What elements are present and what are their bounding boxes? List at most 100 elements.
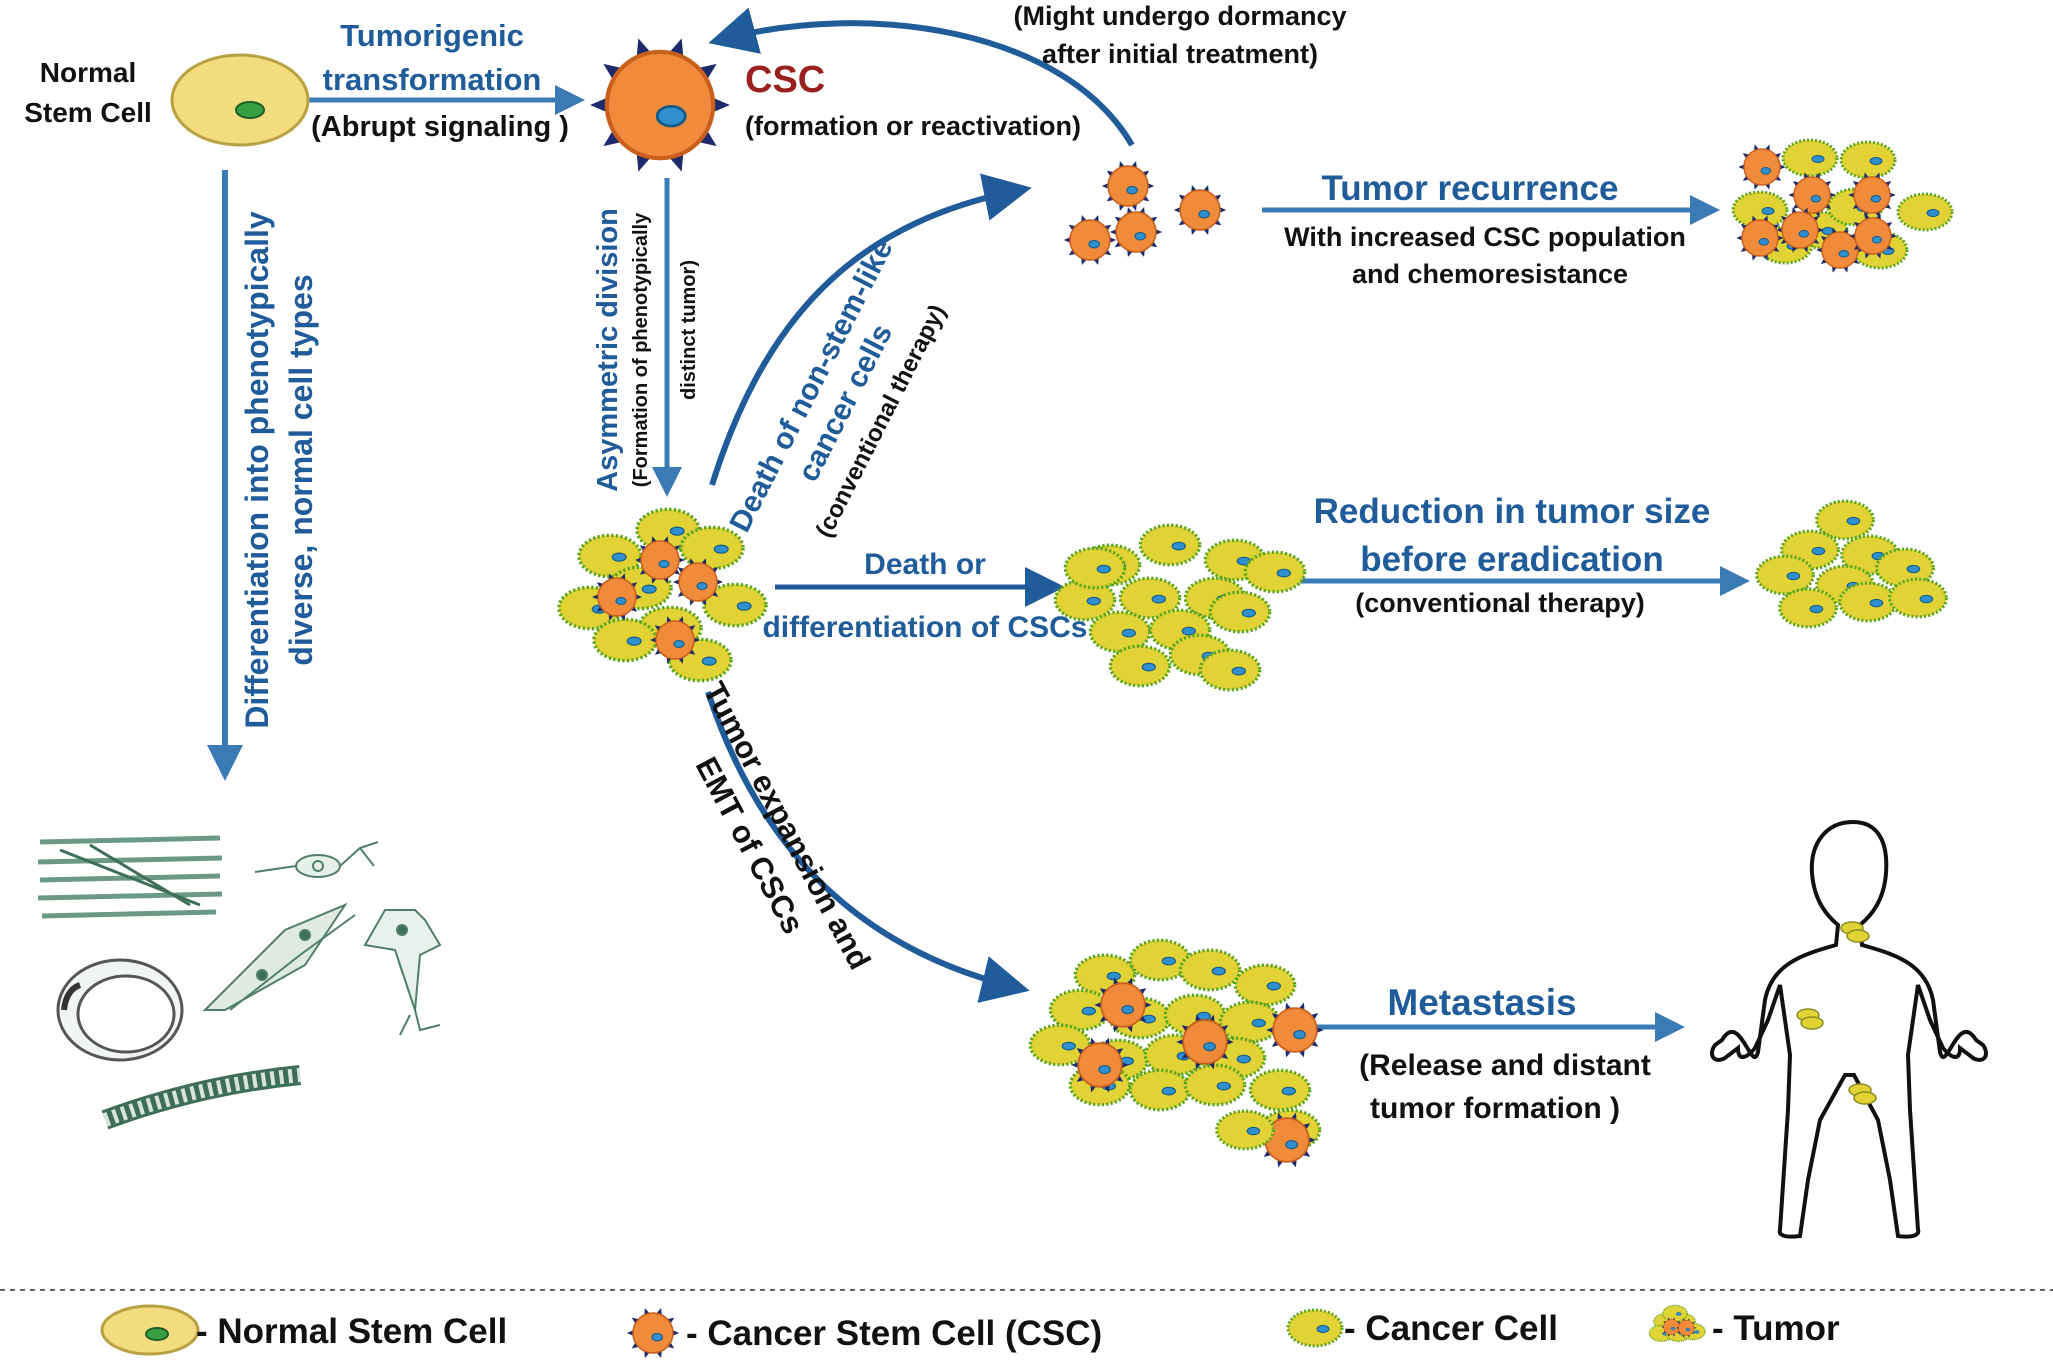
metastasis-line-1: (Release and distant bbox=[1359, 1049, 1651, 1082]
asymmetric-line-3: distinct tumor) bbox=[678, 260, 700, 400]
cancer-cell bbox=[1286, 1308, 1344, 1348]
cancer-cell bbox=[1731, 190, 1789, 230]
arrow-death-nonstem bbox=[709, 173, 1032, 486]
cancer-cell bbox=[1215, 1109, 1275, 1151]
reduction-line-3: (conventional therapy) bbox=[1355, 588, 1645, 618]
cancer-cell bbox=[1053, 578, 1117, 622]
death-csc-line-1: Death or bbox=[864, 548, 986, 581]
cancer-stem-cell bbox=[1071, 1037, 1129, 1093]
cancer-cell bbox=[1243, 550, 1307, 594]
tumorigenic-line-1: Tumorigenic bbox=[340, 18, 524, 53]
arrows bbox=[207, 7, 1750, 1042]
neuron-small-icon bbox=[254, 841, 379, 878]
human-body-icon bbox=[1710, 819, 1988, 1239]
muscle-fibers-icon bbox=[37, 835, 223, 919]
cancer-stem-cell bbox=[1101, 161, 1155, 211]
legend-cancer-cell-icon bbox=[1286, 1308, 1344, 1348]
cancer-cell bbox=[702, 582, 768, 628]
cancer-stem-cell bbox=[650, 616, 700, 664]
metastasis-title: Metastasis bbox=[1387, 982, 1576, 1023]
cancer-stem-cell bbox=[1676, 1318, 1697, 1338]
cancer-cell bbox=[1048, 988, 1112, 1032]
cancer-cell bbox=[1248, 1068, 1312, 1112]
recurrence-line-1: With increased CSC population bbox=[1284, 222, 1686, 252]
legend-tumor: - Tumor bbox=[1712, 1309, 1840, 1348]
cancer-cell bbox=[1233, 963, 1297, 1007]
cancer-cell bbox=[1875, 547, 1935, 589]
legend-tumor-icon bbox=[1648, 1304, 1706, 1343]
cancer-cell bbox=[1839, 140, 1897, 180]
cancer-stem-cell bbox=[1109, 207, 1163, 257]
cancer-stem-cell bbox=[1848, 172, 1896, 218]
legend: - Normal Stem Cell - Cancer Stem Cell (C… bbox=[100, 1304, 1840, 1358]
cancer-stem-cell bbox=[1266, 1002, 1324, 1058]
cancer-cell bbox=[1108, 644, 1172, 688]
cancer-cell bbox=[679, 525, 745, 571]
legend-normal-stem-cell: - Normal Stem Cell bbox=[196, 1312, 507, 1351]
body-tumor-sites bbox=[1796, 921, 1877, 1105]
legend-normal-stem-cell-icon bbox=[100, 1304, 200, 1356]
legend-csc: - Cancer Stem Cell (CSC) bbox=[686, 1314, 1102, 1353]
dormancy-line-2: after initial treatment) bbox=[1042, 39, 1318, 69]
asymmetric-line-1: Asymmetric division bbox=[592, 208, 624, 492]
legend-cancer-cell: - Cancer Cell bbox=[1344, 1309, 1558, 1348]
cancer-cell bbox=[1888, 577, 1948, 619]
recurrence-title: Tumor recurrence bbox=[1322, 169, 1619, 208]
cancer-cell bbox=[1781, 138, 1839, 178]
arrow-expansion bbox=[705, 691, 1030, 1003]
fibroblast-icon bbox=[202, 902, 356, 1011]
cancer-cell bbox=[1118, 576, 1182, 620]
csc-cell-main bbox=[590, 38, 730, 172]
fat-cell-icon bbox=[56, 958, 184, 1062]
cancer-stem-cell bbox=[1661, 1317, 1682, 1337]
death-csc-line-2: differentiation of CSCs bbox=[762, 611, 1087, 644]
striated-fiber-icon bbox=[101, 1065, 301, 1130]
normal-stem-cell-label-1: Normal bbox=[40, 57, 136, 88]
csc-title: CSC bbox=[745, 59, 825, 101]
cancer-cell bbox=[1896, 192, 1954, 232]
cancer-cell bbox=[1755, 554, 1815, 596]
normal-stem-cell bbox=[170, 53, 310, 147]
tumorigenic-line-2: transformation bbox=[323, 62, 542, 97]
cancer-cell bbox=[1128, 1068, 1192, 1112]
asymmetric-line-2: (Formation of phenotypically bbox=[630, 212, 652, 487]
recurrence-line-2: and chemoresistance bbox=[1352, 259, 1628, 289]
cancer-cell bbox=[1218, 1000, 1282, 1044]
cancer-cell bbox=[592, 617, 658, 663]
cancer-cell bbox=[1778, 587, 1838, 629]
cancer-stem-cell bbox=[1063, 215, 1117, 265]
cancer-cell bbox=[1662, 1304, 1688, 1323]
cancer-cell bbox=[1815, 499, 1875, 541]
cancer-stem-cell bbox=[1173, 185, 1227, 235]
differentiation-line-2: diverse, normal cell types bbox=[283, 274, 319, 665]
cancer-cell bbox=[1208, 590, 1272, 634]
cancer-cell bbox=[1063, 546, 1127, 590]
reduction-line-2: before eradication bbox=[1360, 540, 1663, 579]
cancer-cell bbox=[1183, 1063, 1247, 1107]
differentiation-line-1: Differentiation into phenotypically bbox=[239, 211, 275, 729]
cancer-stem-cell bbox=[626, 1308, 680, 1358]
cancer-stem-cell bbox=[1176, 1014, 1234, 1070]
normal-stem-cell-label-2: Stem Cell bbox=[24, 97, 152, 128]
metastasis-line-2: tumor formation ) bbox=[1370, 1092, 1620, 1125]
cancer-stem-cell bbox=[1736, 215, 1784, 261]
cancer-stem-cell bbox=[592, 573, 642, 621]
dormancy-line-1: (Might undergo dormancy bbox=[1014, 1, 1347, 31]
neuron-large-icon bbox=[363, 909, 442, 1036]
cancer-cell bbox=[1128, 938, 1192, 982]
differentiated-cells bbox=[37, 835, 442, 1130]
tumorigenic-line-3: (Abrupt signaling ) bbox=[311, 111, 569, 143]
cancer-cell bbox=[1838, 581, 1898, 623]
cancer-cell bbox=[1138, 523, 1202, 567]
cell-clusters bbox=[557, 138, 1954, 1168]
cancer-stem-cell bbox=[1776, 207, 1824, 253]
cancer-stem-cell bbox=[590, 38, 730, 172]
cancer-stem-cell bbox=[635, 536, 685, 584]
cancer-stem-cell bbox=[1094, 977, 1152, 1033]
legend-csc-icon bbox=[626, 1308, 680, 1358]
csc-subtitle: (formation or reactivation) bbox=[745, 111, 1081, 141]
cancer-cell bbox=[1088, 610, 1152, 654]
cancer-stem-cell bbox=[1849, 213, 1897, 259]
arrow-dormancy bbox=[708, 7, 1135, 147]
